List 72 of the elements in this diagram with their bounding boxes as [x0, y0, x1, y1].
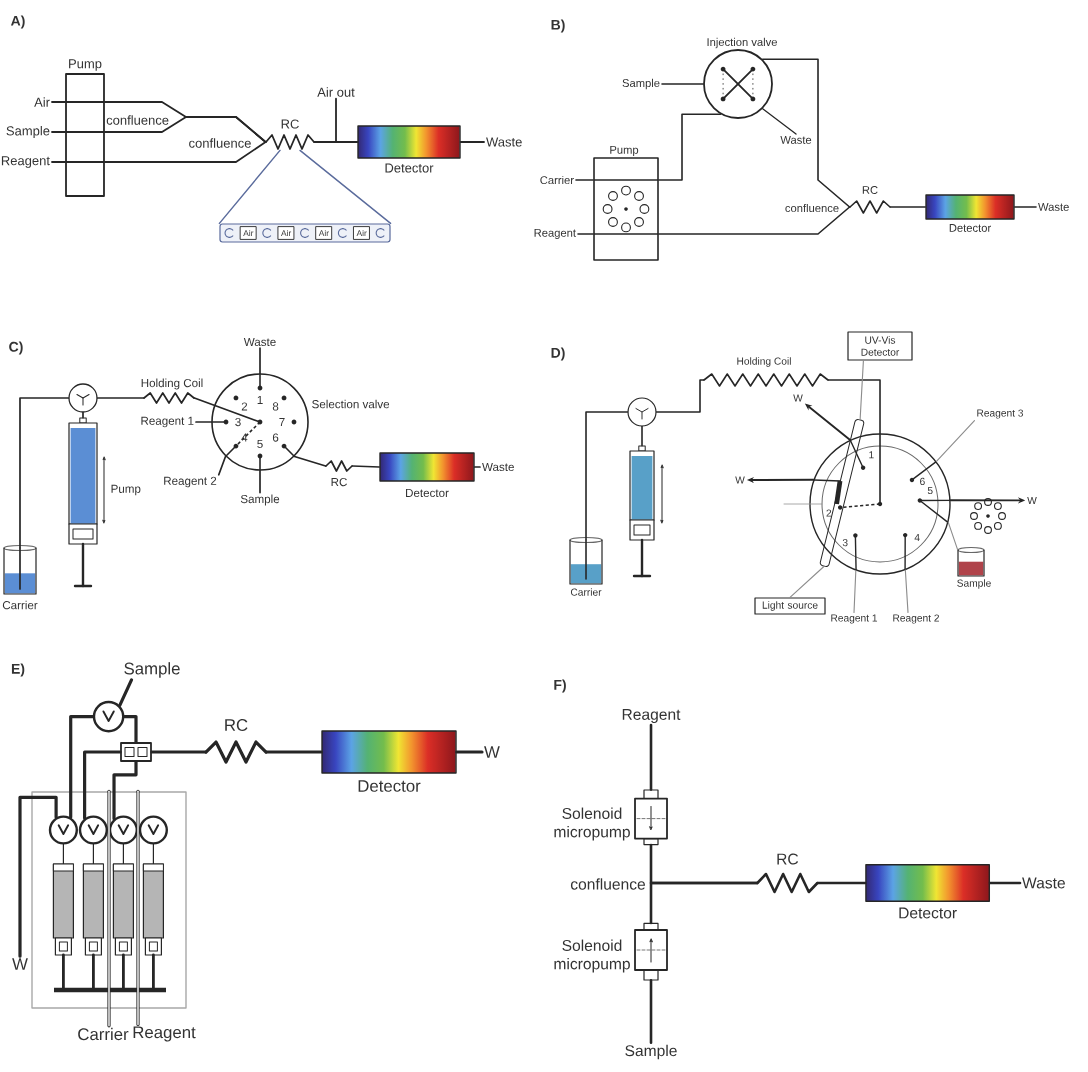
tubing-line	[585, 411, 629, 541]
three-way-valve	[48, 815, 78, 845]
connector-block	[120, 742, 152, 762]
tubing-line	[259, 347, 261, 375]
tubing-line	[51, 131, 66, 133]
flow-cell	[819, 419, 865, 567]
zoom-line	[299, 149, 392, 225]
tubing-line	[293, 455, 327, 467]
three-way-valve	[92, 700, 125, 733]
tubing-line	[313, 97, 337, 143]
tubing-line	[455, 750, 484, 754]
tubing-line	[136, 789, 140, 1027]
tubing-line	[264, 750, 323, 754]
three-way-valve	[627, 397, 657, 427]
detector-label: Detector	[358, 780, 421, 792]
tubing-line	[988, 881, 1022, 885]
tubing-line	[658, 206, 851, 235]
tubing-line	[82, 411, 84, 419]
tubing-line	[259, 469, 261, 494]
three-way-valve	[138, 815, 168, 845]
tubing-line	[122, 715, 138, 744]
leader-line	[118, 678, 134, 708]
outlet-label: W	[484, 746, 500, 758]
leader-line	[789, 565, 825, 598]
tubing-line	[83, 750, 122, 820]
tubing-line	[51, 101, 66, 103]
tubing-line	[104, 141, 267, 163]
leader-line	[762, 108, 797, 135]
tubing-line	[649, 723, 653, 791]
tubing-line	[575, 179, 594, 181]
tubing-line	[889, 206, 927, 208]
zoom-line	[218, 149, 281, 225]
three-way-valve	[78, 815, 108, 845]
tubing-line	[935, 420, 976, 462]
tubing-line	[459, 141, 485, 143]
tubing-line	[104, 116, 267, 143]
tubing-line	[112, 760, 138, 821]
tubing-line	[107, 789, 111, 1028]
tubing-line	[904, 569, 909, 613]
leader-line	[859, 360, 864, 421]
inlet-label: Sample	[124, 662, 180, 678]
tubing-line	[217, 455, 227, 476]
inlet-label: Carrier	[78, 1027, 129, 1041]
tubing-line	[195, 421, 213, 423]
tubing-line	[649, 979, 653, 1045]
three-way-valve	[68, 383, 98, 413]
tubing-line	[96, 397, 145, 399]
tubing-line	[853, 569, 857, 613]
tubing-line	[655, 379, 705, 413]
tubing-line	[641, 425, 643, 447]
inlet-label: Reagent	[133, 1026, 196, 1042]
tubing-line	[351, 465, 381, 468]
tubing-line	[761, 58, 851, 208]
tubing-line	[649, 881, 759, 925]
tubing-line	[150, 750, 208, 754]
tubing-line	[827, 379, 881, 435]
tubing-line	[658, 113, 722, 181]
tubing-line	[193, 397, 215, 407]
tubing-line	[816, 881, 867, 885]
tubing-line	[473, 466, 481, 468]
tubing-line	[1013, 206, 1037, 208]
syringe-module-box	[31, 791, 187, 1009]
syringe-pump	[629, 445, 664, 578]
outlet-label: W	[12, 958, 28, 970]
coil-label: RC	[225, 719, 248, 731]
tubing-line	[19, 397, 70, 549]
tubing-line	[577, 233, 594, 235]
tubing-line	[661, 83, 704, 85]
tubing-line	[51, 161, 66, 163]
tubing-line	[69, 715, 95, 819]
tubing-line	[947, 521, 959, 551]
tubing-line	[18, 795, 58, 958]
